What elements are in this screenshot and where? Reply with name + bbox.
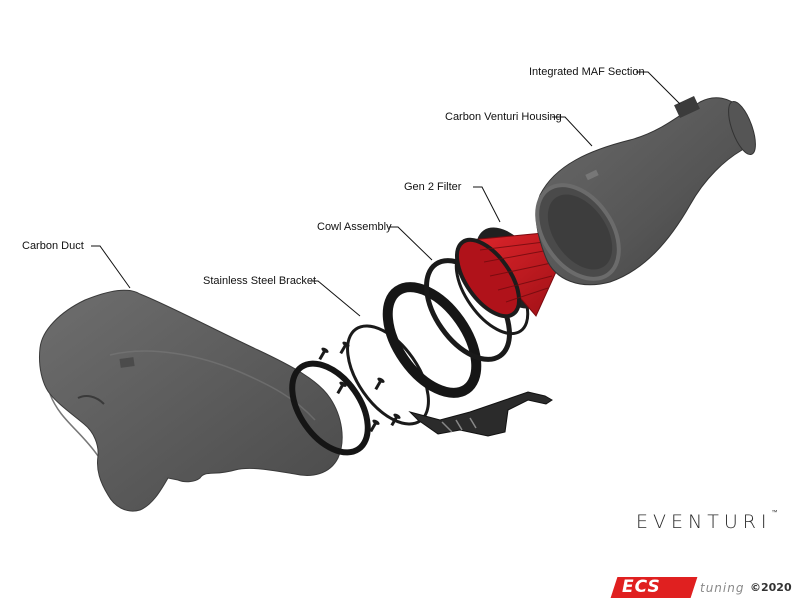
bracket-screws [318,341,401,433]
label-integrated-maf-section: Integrated MAF Section [529,66,645,78]
ecs-tuning-watermark: ECS tuning ©2020 [610,574,800,600]
copyright-text: ©2020 [750,581,792,594]
label-carbon-duct: Carbon Duct [22,240,84,252]
label-cowl-assembly: Cowl Assembly [317,221,392,233]
tuning-text: tuning [700,581,745,595]
carbon-venturi-housing [535,96,756,286]
trademark-symbol: ™ [771,509,778,516]
stainless-bracket [408,391,553,437]
label-stainless-steel-bracket: Stainless Steel Bracket [203,275,317,287]
label-gen2-filter: Gen 2 Filter [404,181,462,193]
callout-leaders [91,71,681,317]
eventuri-wordmark: EVENTURI™ [636,509,778,533]
ecs-logo-text: ECS [622,577,661,597]
label-carbon-venturi-housing: Carbon Venturi Housing [445,111,562,123]
brand-name: EVENTURI [636,511,772,533]
